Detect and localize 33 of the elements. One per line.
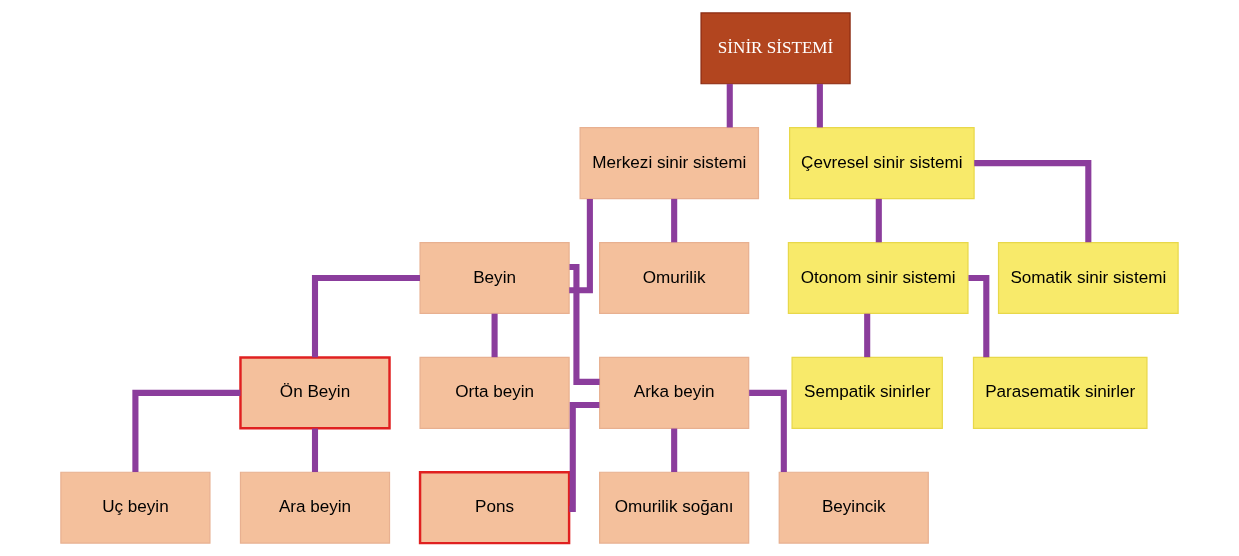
node-box: Ön Beyin bbox=[239, 356, 391, 430]
connector bbox=[749, 389, 787, 472]
node-box: Arka beyin bbox=[599, 356, 750, 429]
connector bbox=[968, 274, 990, 358]
node-box: Merkezi sinir sistemi bbox=[579, 127, 760, 200]
connector bbox=[569, 263, 600, 385]
node-box: Otonom sinir sistemi bbox=[787, 241, 969, 315]
connector bbox=[671, 198, 678, 243]
connector bbox=[875, 198, 882, 243]
node-box: Orta beyin bbox=[419, 356, 570, 429]
node-box: Somatik sinir sistemi bbox=[997, 241, 1179, 315]
connector bbox=[132, 389, 241, 472]
connector bbox=[816, 84, 823, 128]
node-box: Omurilik bbox=[599, 241, 750, 315]
connector bbox=[569, 402, 600, 512]
connector bbox=[671, 428, 678, 472]
connector bbox=[491, 313, 498, 358]
node-box: Çevresel sinir sistemi bbox=[789, 127, 975, 200]
connector bbox=[726, 84, 733, 128]
node-box: Omurilik soğanı bbox=[599, 471, 750, 544]
connector bbox=[311, 274, 420, 358]
node-box: Pons bbox=[418, 471, 571, 545]
connector bbox=[974, 160, 1092, 243]
connector bbox=[864, 313, 871, 358]
node-box: Sempatik sinirler bbox=[791, 356, 943, 429]
node-box: Uç beyin bbox=[60, 471, 211, 544]
node-box: Beyincik bbox=[778, 471, 929, 544]
node-box: Parasematik sinirler bbox=[972, 356, 1148, 429]
connector bbox=[311, 428, 319, 472]
node-box: Beyin bbox=[419, 241, 570, 315]
node-box: Ara beyin bbox=[239, 471, 391, 544]
connector bbox=[569, 198, 593, 294]
node-box: SİNİR SİSTEMİ bbox=[700, 12, 851, 85]
